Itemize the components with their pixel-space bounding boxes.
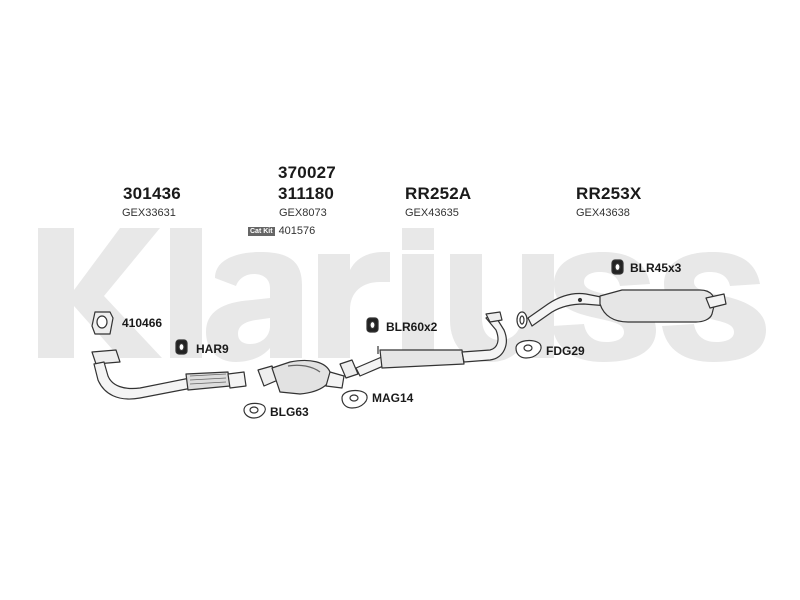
cat-kit-ref: 401576 [278,225,316,237]
label-har9: HAR9 [196,342,229,356]
label-410466: 410466 [122,316,163,330]
blr45-rubber-icon [611,259,624,275]
label-mag14: MAG14 [372,391,414,405]
part-code-rr252a: RR252A [405,184,472,203]
label-blr45x3: BLR45x3 [630,261,682,275]
ref-gex43638: GEX43638 [576,207,630,219]
catalytic-converter-311180 [257,359,345,395]
ref-gex33631: GEX33631 [122,207,176,219]
ref-gex8073: GEX8073 [279,207,327,219]
rear-flange-icon [516,311,528,329]
label-blr60x2: BLR60x2 [386,320,438,334]
part-code-370027: 370027 [278,163,336,182]
blg63-gasket-icon [243,402,266,419]
rear-silencer-rr253x [527,289,727,327]
part-code-311180: 311180 [278,184,335,203]
cat-kit-row: Cat Kit 401576 [248,225,315,237]
mag14-gasket-icon [341,389,368,409]
gasket-410466-icon [91,311,114,335]
centre-silencer-rr252a [355,311,507,377]
har9-rubber-icon [175,339,188,355]
label-fdg29: FDG29 [546,344,585,358]
blr60-rubber-icon [366,317,379,333]
part-code-rr253x: RR253X [576,184,642,203]
fdg29-gasket-icon [515,339,542,359]
front-pipe-301436 [91,349,247,400]
label-blg63: BLG63 [270,405,309,419]
cat-kit-badge: Cat Kit [248,226,275,236]
ref-gex43635: GEX43635 [405,207,459,219]
mid-gasket-icon [339,359,359,379]
part-code-301436: 301436 [123,184,181,203]
